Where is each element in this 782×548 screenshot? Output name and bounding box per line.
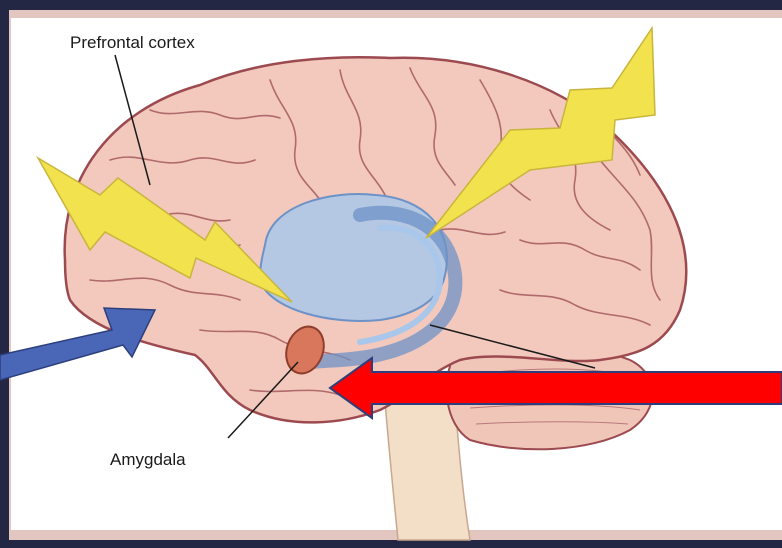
blue-arrow: [0, 308, 155, 380]
prefrontal-cortex-label: Prefrontal cortex: [70, 33, 195, 53]
amygdala-label: Amygdala: [110, 450, 186, 470]
